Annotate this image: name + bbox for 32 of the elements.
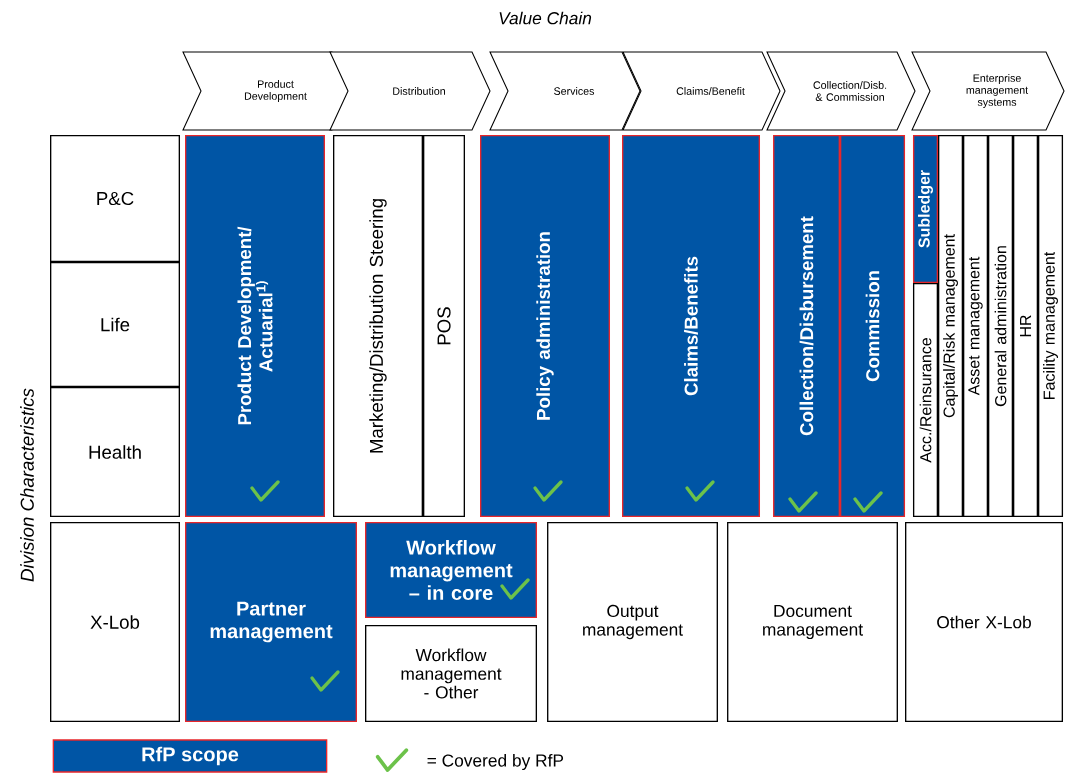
category-box: Workflow management - Other — [365, 624, 537, 723]
category-box: Partner management — [185, 522, 357, 722]
category-box: Facility management — [1037, 135, 1064, 517]
category-box: Commission — [840, 135, 906, 517]
legend-text: = Covered by RfP — [427, 753, 564, 771]
category-box: HR — [1013, 135, 1039, 517]
category-box: Health — [50, 387, 180, 517]
category-box: Policy administration — [480, 135, 610, 517]
value-chain-step: Collection/Disb. & Commission — [766, 51, 916, 131]
category-box: Capital/Risk management — [938, 135, 964, 517]
category-box: POS — [423, 135, 465, 517]
chart-title: Value Chain — [499, 11, 592, 25]
category-box: Product Development/ Actuarial$^{1)}$ — [185, 135, 325, 517]
category-box: P&C — [50, 135, 180, 262]
value-chain-step: Claims/Benefit — [622, 51, 781, 131]
category-box: Output management — [547, 522, 718, 722]
category-box: Collection/Disbursement — [773, 135, 840, 517]
category-box: X-Lob — [50, 522, 180, 722]
category-box: Workflow management – in core — [365, 522, 537, 618]
category-box: Claims/Benefits — [622, 135, 760, 517]
axis-label: Division Characteristics — [20, 388, 34, 582]
value-chain-step: Services — [489, 51, 641, 131]
value-chain-step: Product Development — [182, 51, 351, 131]
value-chain-step: Distribution — [329, 51, 491, 131]
category-box: Life — [50, 261, 180, 388]
category-box: General administration — [988, 135, 1014, 517]
category-box: Asset management — [963, 135, 989, 517]
category-box: Other X-Lob — [905, 522, 1063, 722]
category-box: Acc./Reinsurance — [912, 283, 939, 517]
category-box: Document management — [727, 522, 898, 722]
category-box: Subledger — [912, 135, 939, 283]
value-chain-step: Enterprise management systems — [911, 51, 1065, 131]
